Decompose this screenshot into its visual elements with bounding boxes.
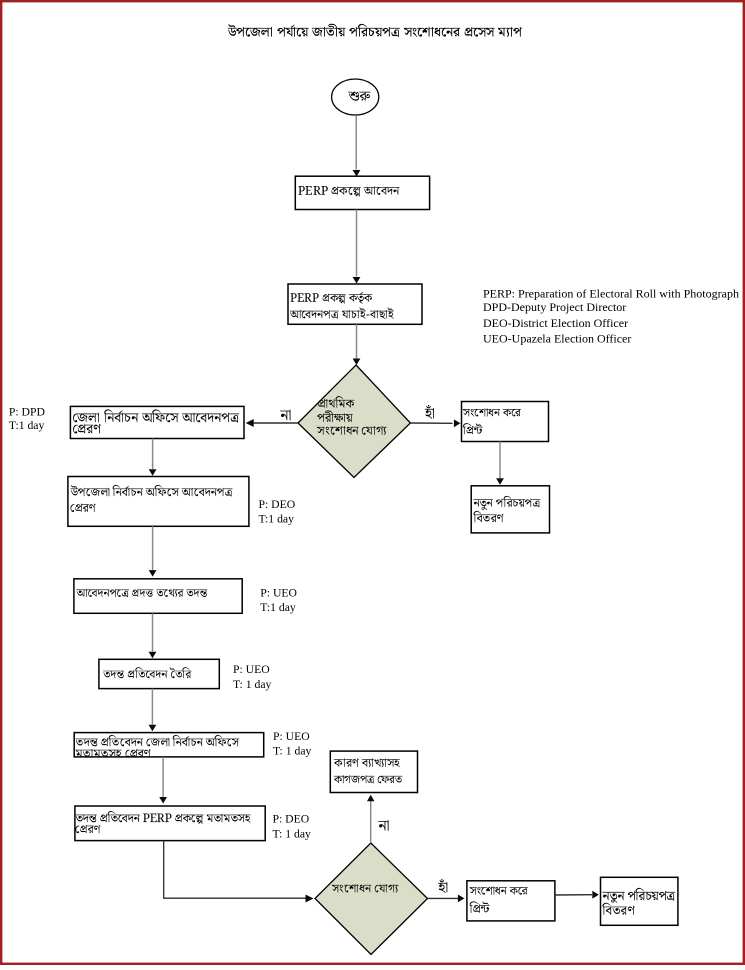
svg-text:PERP: Preparation of Electoral: PERP: Preparation of Electoral Roll with… (483, 286, 739, 300)
svg-text:DPD-Deputy Project Director: DPD-Deputy Project Director (483, 300, 626, 314)
svg-text:T:1 day: T:1 day (260, 601, 296, 614)
svg-text:P: UEO: P: UEO (233, 663, 270, 676)
svg-text:P: DEO: P: DEO (273, 812, 310, 825)
svg-text:T:1 day: T:1 day (9, 419, 45, 432)
svg-text:P: UEO: P: UEO (273, 730, 310, 743)
svg-text:T:1 day: T:1 day (259, 512, 295, 525)
svg-text:DEO-District Election Officer: DEO-District Election Officer (483, 316, 628, 330)
svg-text:T: 1 day: T: 1 day (233, 678, 272, 691)
svg-text:T: 1 day: T: 1 day (273, 828, 312, 841)
svg-text:UEO-Upazela Election Officer: UEO-Upazela Election Officer (483, 332, 631, 346)
svg-text:P: UEO: P: UEO (260, 586, 297, 599)
svg-text:P: DPD: P: DPD (9, 406, 45, 419)
svg-text:T: 1 day: T: 1 day (273, 745, 312, 758)
svg-text:P: DEO: P: DEO (259, 498, 296, 511)
